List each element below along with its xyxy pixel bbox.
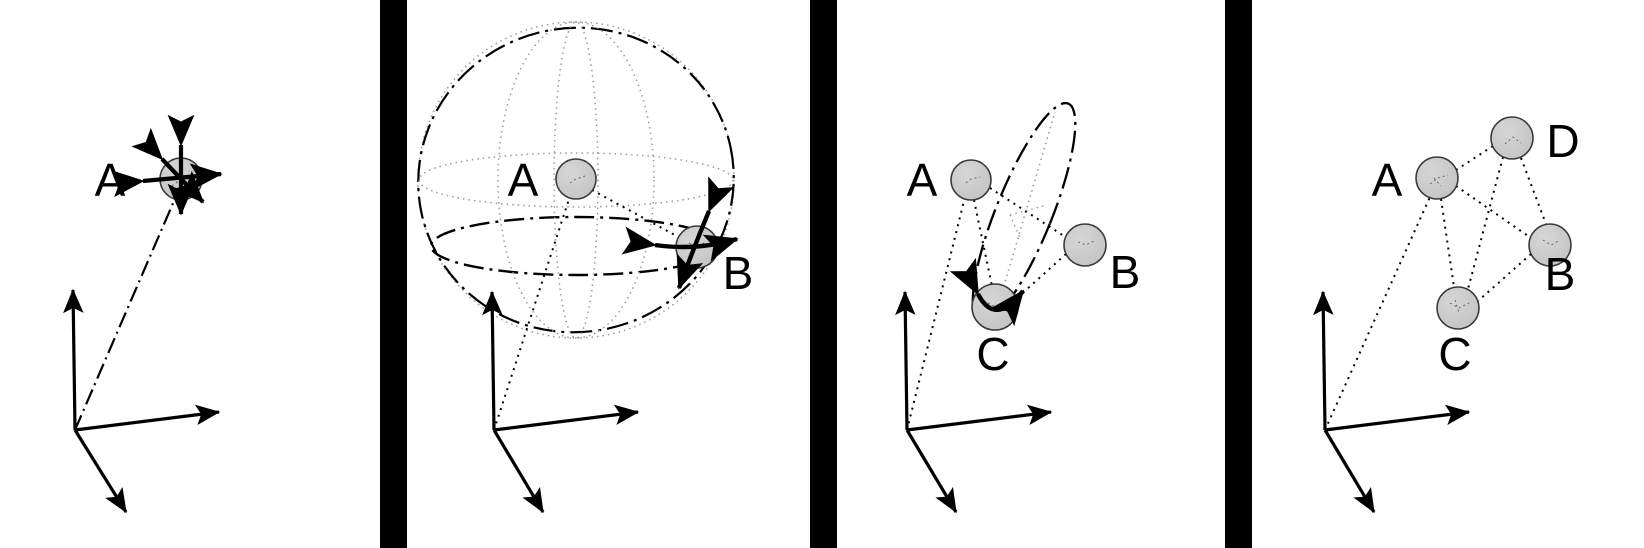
panel-4: A D B C — [1313, 115, 1580, 514]
panel-2-dof-arrows — [621, 176, 739, 290]
z-axis — [1313, 290, 1334, 431]
panel-1: A — [63, 114, 223, 514]
atom-a-sphere — [950, 159, 992, 201]
origin-to-sphere-connector — [493, 195, 571, 431]
atom-b-sphere — [1063, 223, 1107, 267]
panel-4-axes — [1313, 290, 1471, 514]
atom-b-inner-hint — [1542, 239, 1561, 246]
atom-label-c: C — [976, 328, 1009, 380]
atom-label-b: B — [1545, 248, 1576, 300]
panel-2: A B — [417, 21, 754, 514]
x-axis — [906, 404, 1053, 432]
atom-label-a: A — [907, 154, 938, 206]
atom-label-c: C — [1438, 328, 1471, 380]
origin-to-atom-a-connector — [906, 196, 966, 431]
meridian-dotted-b — [497, 21, 655, 339]
panel-separator-1 — [380, 0, 407, 548]
x-axis — [493, 404, 640, 432]
panel-separator-2 — [810, 0, 837, 548]
panel-3-axes — [895, 290, 1053, 514]
atom-c-sphere — [971, 283, 1019, 331]
y-axis — [73, 429, 128, 514]
meridian-dotted-a — [553, 21, 599, 339]
atom-label-a: A — [508, 154, 539, 206]
atom-a-to-atom-b-connector — [591, 189, 685, 241]
atom-d-sphere — [1490, 116, 1534, 160]
atom-b-to-atom-c-connector — [1015, 253, 1067, 300]
panel-1-axes — [63, 288, 221, 514]
bond-a-b — [1455, 185, 1532, 239]
atom-label-d: D — [1546, 115, 1579, 167]
bond-a-c — [1440, 198, 1455, 288]
atom-a-sphere — [555, 158, 597, 200]
atom-a-inner-hint — [965, 176, 981, 184]
panel-separator-3 — [1225, 0, 1252, 548]
z-axis — [895, 290, 916, 431]
atom-c-inner-hint — [1449, 299, 1470, 314]
panel-2-axes — [482, 290, 640, 514]
atom-a-to-atom-b-connector — [989, 187, 1068, 239]
atom-label-a: A — [1372, 154, 1403, 206]
arrow-dihedral — [949, 257, 1025, 327]
arrow-along-meridian — [676, 176, 735, 290]
origin-to-atom-connector — [73, 193, 179, 431]
atom-label-a: A — [95, 154, 126, 206]
atom-label-b: B — [1110, 246, 1141, 298]
arrow-diagonal — [131, 127, 205, 204]
atom-b-sphere — [1528, 223, 1572, 267]
y-axis — [1323, 429, 1376, 514]
atom-label-b: B — [723, 247, 754, 299]
atom-d-inner-hint — [1504, 136, 1522, 145]
atom-a-to-atom-c-connector — [973, 199, 993, 287]
panel-3: A B C — [895, 101, 1141, 514]
x-axis — [1324, 404, 1471, 432]
atom-c-sphere — [1436, 286, 1480, 330]
bond-d-c — [1467, 156, 1504, 290]
y-axis — [905, 429, 958, 514]
z-axis — [63, 288, 84, 431]
x-axis — [74, 404, 221, 432]
bond-b-c — [1477, 253, 1532, 302]
orbit-radius-hint-lower — [1009, 214, 1021, 239]
bond-origin-a — [1324, 196, 1431, 431]
atom-a-inner-hint — [1429, 174, 1449, 187]
dihedral-axis-dotted — [995, 111, 1056, 314]
z-axis — [482, 290, 503, 431]
panel-3-connectors — [906, 187, 1068, 431]
panel-1-dof-arrows — [111, 114, 223, 216]
y-axis — [492, 429, 545, 514]
orbit-radius-hint-upper — [1009, 204, 1048, 216]
panel-4-bonds — [1324, 145, 1547, 431]
great-circle-tilted — [417, 26, 735, 334]
bond-a-d — [1455, 145, 1494, 171]
bond-d-b — [1520, 157, 1547, 225]
atom-a-sphere — [1415, 156, 1459, 200]
